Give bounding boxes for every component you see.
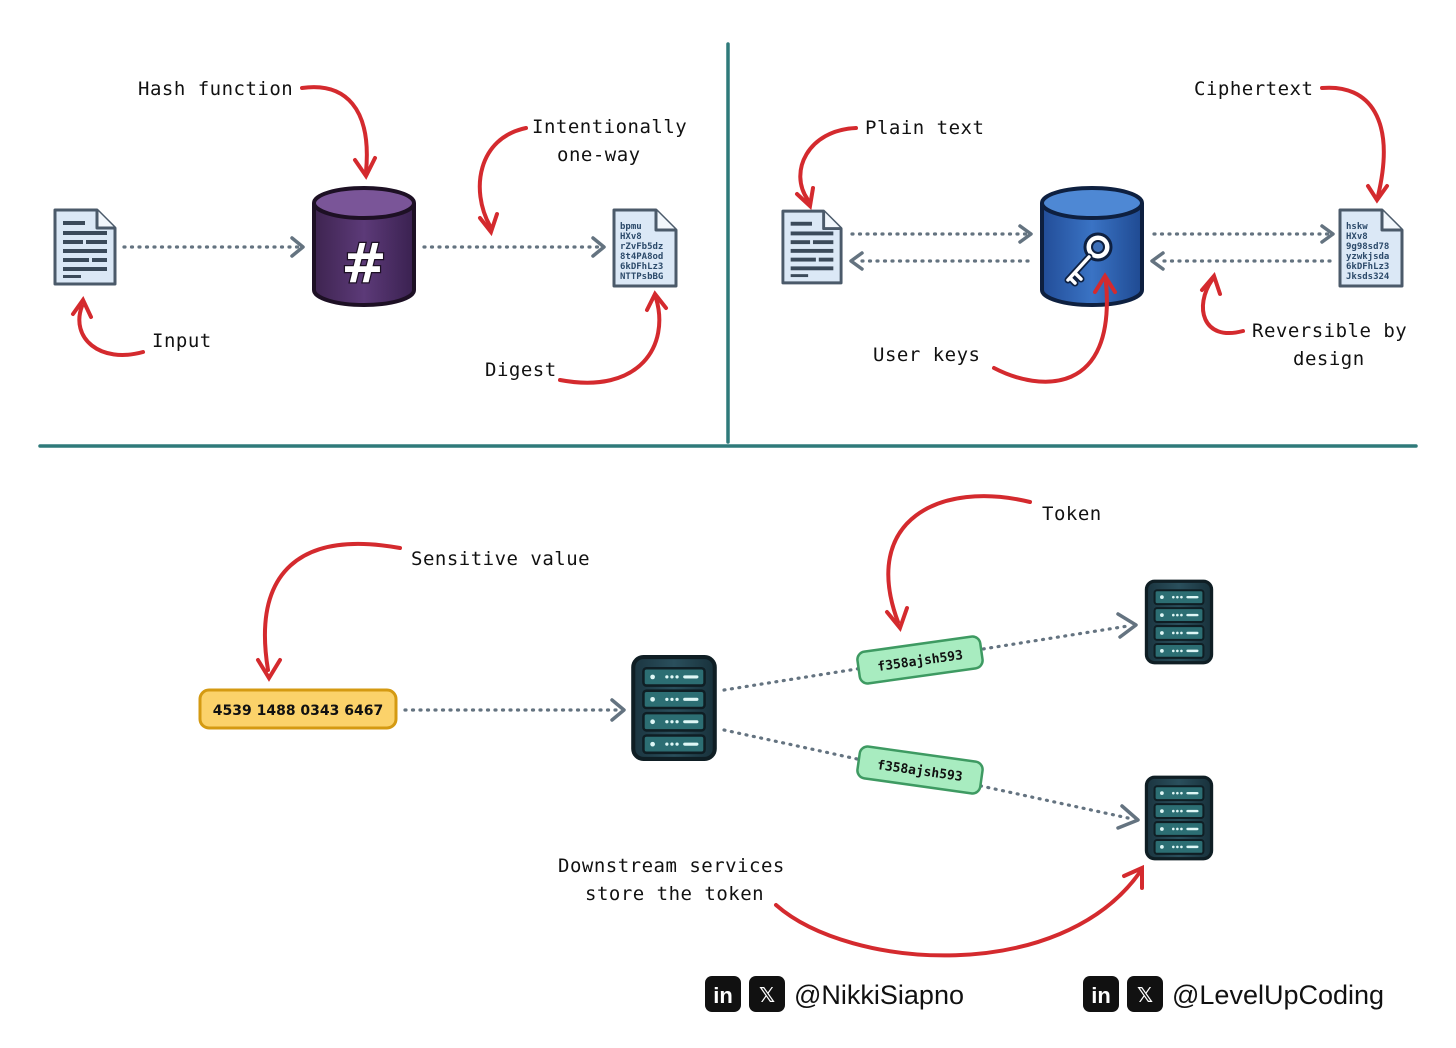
arrow-head — [353, 156, 377, 180]
one-way-pointer — [477, 126, 528, 228]
x-icon[interactable]: 𝕏 — [749, 976, 785, 1012]
downstream-server-a-icon — [1144, 579, 1214, 665]
tokenization-panel: Sensitive value 4539 1488 0343 6467 f358… — [198, 494, 1214, 958]
arrow-head — [478, 212, 499, 237]
vault-to-service-b-arrow — [722, 728, 1130, 820]
user-keys-label: User keys — [873, 344, 980, 366]
downstream-pointer — [774, 870, 1142, 958]
footer-right: in 𝕏 @LevelUpCoding — [1083, 976, 1384, 1012]
x-glyph: 𝕏 — [1137, 983, 1153, 1007]
encryption-panel: hskw HXv8 9g98sd78 yzwkjsda 6kDFhLz3 Jks… — [781, 78, 1407, 384]
token-badge-bottom: f358ajsh593 — [856, 745, 984, 795]
arrow-head — [1150, 251, 1165, 271]
key-icon — [1064, 232, 1113, 287]
arrow-head — [795, 186, 815, 210]
digest-document-icon: bpmu HXv8 rZvFb5dz 8t4PA8od 6kDFhLz3 NTT… — [612, 208, 678, 288]
arrow-head — [645, 290, 668, 312]
arrow-head — [1122, 864, 1144, 890]
arrow-head — [591, 236, 606, 258]
ciphertext-document-icon: hskw HXv8 9g98sd78 yzwkjsda 6kDFhLz3 Jks… — [1338, 208, 1404, 288]
sensitive-value-pointer — [262, 542, 402, 672]
hashing-panel: # bpmu HXv8 rZvFb5dz 8t4PA8od 6kDFhLz3 N… — [53, 78, 687, 385]
footer-left: in 𝕏 @NikkiSiapno — [705, 976, 964, 1012]
digest-label: Digest — [485, 359, 557, 381]
arrow-head — [849, 251, 864, 271]
intentionally-label: Intentionally — [532, 116, 687, 138]
arrow-head — [1116, 612, 1138, 639]
linkedin-icon[interactable]: in — [1083, 976, 1119, 1012]
plain-text-pointer — [798, 126, 858, 202]
arrow-head — [885, 606, 909, 633]
arrow-head — [1116, 804, 1140, 830]
cipher-line: Jksds324 — [1346, 272, 1390, 282]
hash-function-label: Hash function — [138, 78, 293, 100]
ciphertext-label: Ciphertext — [1194, 78, 1313, 100]
x-icon[interactable]: 𝕏 — [1127, 976, 1163, 1012]
arrow-head — [290, 236, 305, 258]
hash-database-icon: # — [312, 186, 416, 307]
cipher-line: hskw — [1346, 222, 1368, 232]
hash-function-pointer — [300, 85, 369, 174]
arrow-head — [1093, 272, 1117, 294]
arrow-head — [1366, 184, 1389, 204]
handle-levelupcoding[interactable]: @LevelUpCoding — [1172, 980, 1384, 1010]
reversible-pointer — [1201, 278, 1245, 335]
plain-text-label: Plain text — [865, 117, 984, 139]
user-keys-pointer — [992, 280, 1109, 384]
downstream-label-line1: Downstream services — [558, 855, 785, 877]
arrow-head — [1320, 224, 1335, 244]
arrow-head — [610, 698, 626, 722]
digest-line: 8t4PA8od — [620, 252, 663, 262]
arrow-head — [1200, 272, 1222, 296]
ciphertext-pointer — [1320, 85, 1386, 198]
token-label: Token — [1042, 503, 1102, 525]
design-label: design — [1293, 348, 1365, 370]
plaintext-document-icon — [781, 209, 843, 285]
digest-pointer — [558, 296, 662, 385]
downstream-server-b-icon — [1144, 775, 1214, 861]
arrow-head — [71, 296, 93, 319]
input-pointer — [77, 304, 145, 357]
linkedin-glyph: in — [713, 983, 733, 1008]
digest-line: 6kDFhLz3 — [620, 262, 663, 272]
card-number: 4539 1488 0343 6467 — [213, 703, 383, 719]
cipher-line: 6kDFhLz3 — [1346, 262, 1389, 272]
input-label: Input — [152, 330, 212, 352]
cipher-line: 9g98sd78 — [1346, 242, 1389, 252]
token-pointer — [886, 494, 1032, 624]
cipher-line: yzwkjsda — [1346, 251, 1389, 262]
cipher-line: HXv8 — [1346, 232, 1368, 242]
encryption-database-icon — [1040, 186, 1144, 307]
digest-line: NTTPsbBG — [620, 272, 663, 282]
card-number-badge: 4539 1488 0343 6467 — [198, 688, 398, 730]
digest-line: bpmu — [620, 222, 642, 232]
arrow-head — [256, 658, 282, 682]
token-badge-top: f358ajsh593 — [856, 635, 984, 685]
one-way-label: one-way — [557, 144, 641, 166]
input-document-icon — [53, 208, 117, 286]
x-glyph: 𝕏 — [759, 983, 775, 1007]
digest-line: HXv8 — [620, 232, 642, 242]
token-vault-server-icon — [633, 657, 715, 759]
sensitive-value-label: Sensitive value — [411, 548, 590, 570]
arrow-head — [1018, 224, 1033, 244]
digest-line: rZvFb5dz — [620, 242, 663, 252]
downstream-label-line2: store the token — [585, 883, 764, 905]
linkedin-icon[interactable]: in — [705, 976, 741, 1012]
linkedin-glyph: in — [1091, 983, 1111, 1008]
reversible-label: Reversible by — [1252, 320, 1407, 342]
hash-symbol: # — [341, 232, 386, 295]
handle-nikki[interactable]: @NikkiSiapno — [794, 980, 964, 1010]
